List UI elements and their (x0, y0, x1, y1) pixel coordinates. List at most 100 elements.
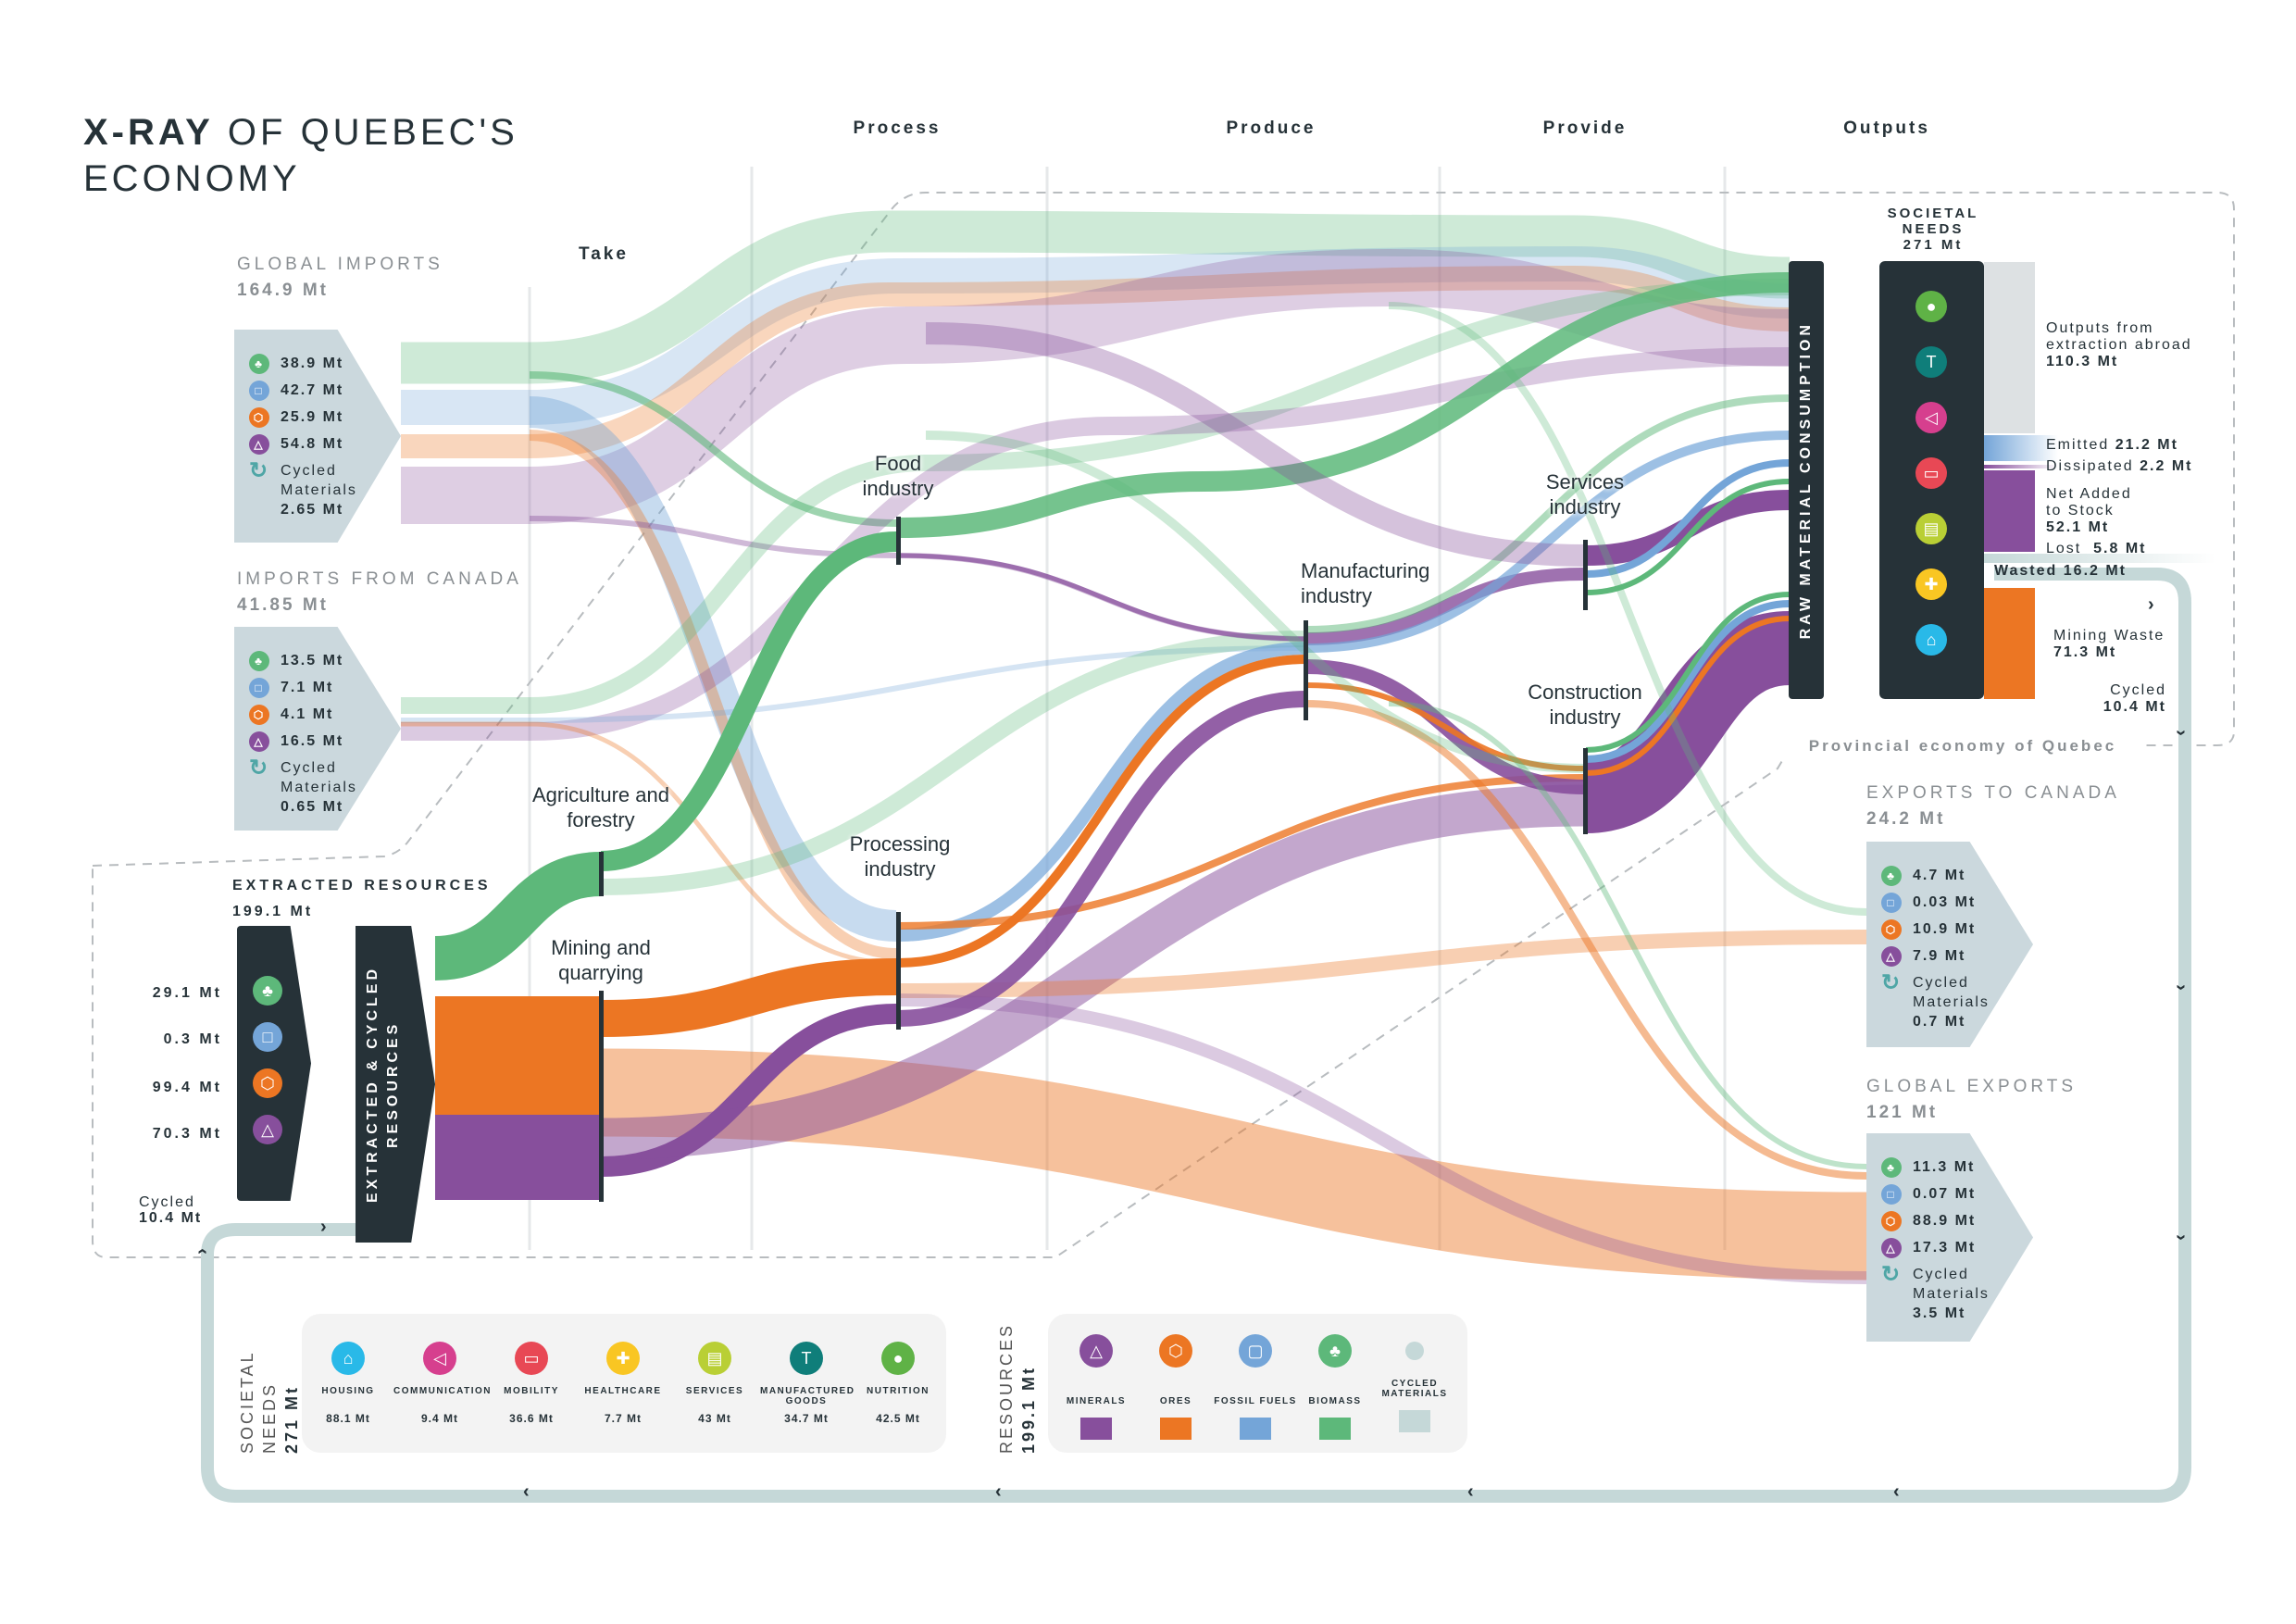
minerals-icon: △ (253, 1115, 282, 1144)
minerals-value: 17.3 Mt (1913, 1239, 1977, 1255)
emitted-label: Emitted 21.2 Mt (2046, 437, 2178, 454)
import-fossil-flow (401, 245, 1791, 426)
need-label: MOBILITY (504, 1386, 559, 1396)
chat-icon: ▤ (1915, 513, 1947, 544)
lost-label: Lost 5.8 Mt (2046, 541, 2146, 557)
ores-icon: ⬡ (1881, 918, 1902, 940)
node-services-label: Services industry (1545, 470, 1625, 518)
services-biomass-to-consumption (1585, 479, 1791, 595)
chevron-left-icon: › (1893, 1482, 1900, 1503)
import-biomass-to-food (529, 371, 897, 527)
node-manufacturing-bar[interactable] (1304, 620, 1308, 720)
import-fossil-to-processing (528, 396, 898, 942)
canada-fossil-flow (401, 645, 1307, 724)
imports-biomass-to-construction (925, 431, 1587, 773)
societal-needs-label: SOCIETAL NEEDS (1887, 206, 1979, 237)
node-construction-bar[interactable] (1583, 748, 1588, 834)
need-label: HEALTHCARE (584, 1386, 662, 1396)
extracted-fossil-value: 0.3 Mt (163, 1031, 222, 1047)
node-food-bar[interactable] (896, 517, 901, 565)
biomass-to-global-exports (1388, 701, 1867, 1169)
column-outputs: Outputs (1843, 119, 1930, 138)
cycled-loop (201, 568, 2191, 1503)
manufacturing-biomass-to-consumption (1305, 394, 1791, 633)
node-agriculture-bar[interactable] (599, 852, 604, 896)
global-imports-total: 164.9 Mt (237, 281, 329, 300)
resource-cycled-materials: CYCLED MATERIALS (1368, 1334, 1461, 1432)
exports-canada-header: EXPORTS TO CANADA 24.2 Mt (1866, 783, 2120, 830)
outputs-abroad-bar (1984, 262, 2035, 433)
processing-minerals-to-manufacturing (897, 691, 1307, 1027)
cycle-icon: ↻ (249, 458, 270, 483)
boundary-label: Provincial economy of Quebec (1782, 731, 2143, 761)
extracted-header: EXTRACTED RESOURCES 199.1 Mt (232, 878, 492, 920)
title-rest: OF QUEBEC'S (227, 112, 518, 153)
resources-panel-label: RESOURCES (997, 1322, 1016, 1454)
biomass-icon: ♣ (1881, 1156, 1902, 1178)
extracted-label: EXTRACTED RESOURCES (232, 878, 492, 893)
fossil-fuels-icon: □ (249, 677, 269, 698)
node-processing-bar[interactable] (896, 912, 901, 1030)
ores-value: 88.9 Mt (1913, 1212, 1977, 1229)
cycled-value: 0.65 Mt (281, 799, 344, 815)
need-value: 34.7 Mt (784, 1412, 829, 1425)
biomass-value: 38.9 Mt (281, 355, 344, 371)
fossil-fuels-icon: □ (253, 1022, 282, 1052)
materials-label: Materials (1913, 994, 1990, 1010)
construction-ores-to-consumption (1585, 616, 1791, 776)
import-minerals-flow (401, 248, 1791, 525)
cycle-icon: ↻ (1881, 1262, 1903, 1287)
column-take: Take (579, 244, 629, 264)
global-exports-label: GLOBAL EXPORTS (1866, 1077, 2078, 1096)
resource-swatch (1160, 1418, 1192, 1440)
fossil-fuels-value: 7.1 Mt (281, 679, 334, 695)
dissipated-value: 2.2 Mt (2140, 458, 2193, 474)
manufacturing-to-services (1305, 568, 1585, 645)
fossil-fuels-icon: □ (249, 380, 269, 401)
shirt-icon: T (1915, 346, 1947, 378)
chat-icon: ▤ (698, 1342, 731, 1375)
minerals-icon: △ (1881, 1237, 1902, 1258)
processing-to-exports-canada (897, 930, 1867, 998)
imports-to-services (925, 322, 1587, 567)
minerals-value: 16.5 Mt (281, 732, 344, 749)
mining-waste-text: Mining Waste (2053, 628, 2165, 643)
node-services-bar[interactable] (1583, 540, 1588, 610)
canada-biomass-flow (401, 279, 1791, 715)
services-fossil-to-consumption (1585, 459, 1791, 578)
extracted-biomass-value: 29.1 Mt (152, 985, 222, 1001)
processing-to-global-exports (897, 993, 1867, 1284)
dissipated-label: Dissipated 2.2 Mt (2046, 458, 2193, 475)
need-value: 88.1 Mt (326, 1412, 370, 1425)
fossil-fuels-value: 42.7 Mt (281, 381, 344, 398)
provincial-boundary (92, 192, 2235, 1258)
biomass-icon: ♣ (253, 976, 282, 1006)
processing-to-construction (897, 774, 1585, 930)
imports-canada-header: IMPORTS FROM CANADA 41.85 Mt (237, 569, 522, 616)
cycled-value: 2.65 Mt (281, 502, 344, 518)
global-exports-total: 121 Mt (1866, 1103, 1939, 1122)
raw-material-consumption-bar: RAW MATERIAL CONSUMPTION (1789, 261, 1824, 699)
cycle-icon: ↻ (1881, 970, 1903, 995)
manufacturing-ores-to-construction (1305, 682, 1585, 771)
cycled-label: Cycled (281, 760, 337, 776)
outputs-abroad-text: Outputs from extraction abroad (2046, 320, 2192, 353)
chevron-left-icon: › (523, 1482, 530, 1503)
societal-needs-header: SOCIETAL NEEDS 271 Mt (1879, 206, 1987, 253)
house-icon: ⌂ (1915, 624, 1947, 656)
fossil-fuels-icon: □ (1881, 1183, 1902, 1205)
need-value: 42.5 Mt (876, 1412, 920, 1425)
net-added-text: Net Added to Stock (2046, 486, 2132, 518)
cycled-value: 10.4 Mt (139, 1210, 203, 1226)
node-mining-bar[interactable] (599, 991, 604, 1202)
need-label: NUTRITION (867, 1386, 930, 1396)
extracted-total: 199.1 Mt (232, 904, 314, 919)
hexagon-icon: ⬡ (1159, 1334, 1192, 1368)
mining-to-processing-ores (601, 958, 897, 1037)
